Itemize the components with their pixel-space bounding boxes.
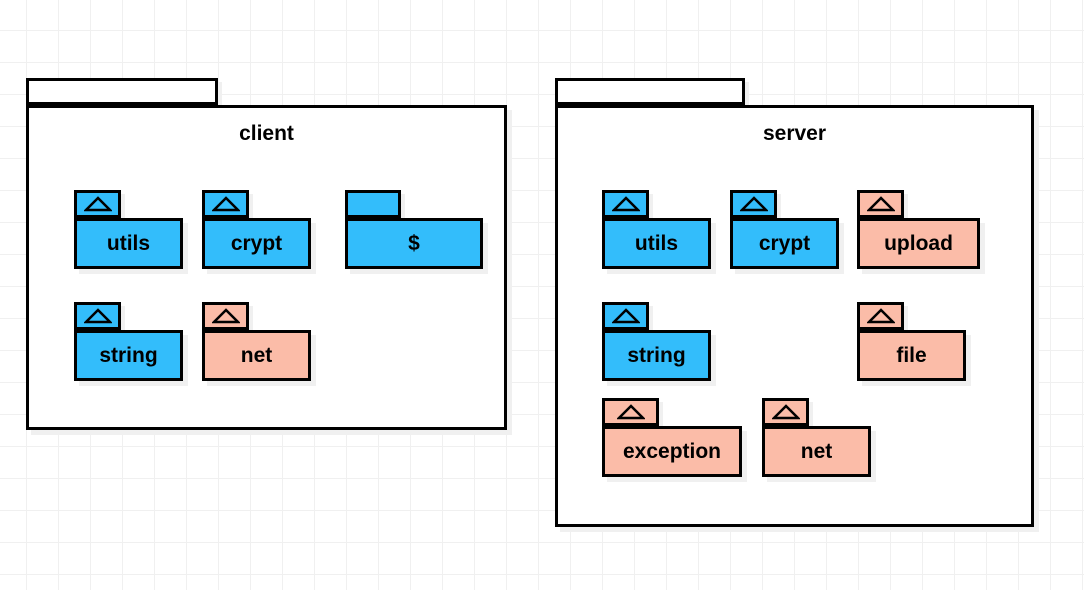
package-node-server-net[interactable]: net xyxy=(762,398,871,477)
package-node-server-utils[interactable]: utils xyxy=(602,190,711,269)
package-node-client-crypt[interactable]: crypt xyxy=(202,190,311,269)
node-tab-client-string xyxy=(74,302,121,330)
package-node-client-dollar[interactable]: $ xyxy=(345,190,483,269)
node-body-server-string: string xyxy=(602,330,711,381)
node-label-server-string: string xyxy=(627,344,686,367)
node-body-server-utils: utils xyxy=(602,218,711,269)
node-label-server-utils: utils xyxy=(634,232,679,255)
node-label-client-crypt: crypt xyxy=(230,232,283,255)
node-tab-server-net xyxy=(762,398,809,426)
node-label-server-net: net xyxy=(800,440,833,463)
package-title-server: server xyxy=(762,122,827,145)
node-label-client-string: string xyxy=(99,344,158,367)
node-tab-client-crypt xyxy=(202,190,249,218)
node-body-server-upload: upload xyxy=(857,218,980,269)
node-tab-server-utils xyxy=(602,190,649,218)
package-node-client-string[interactable]: string xyxy=(74,302,183,381)
node-tab-client-net xyxy=(202,302,249,330)
package-node-server-file[interactable]: file xyxy=(857,302,966,381)
package-tab-server xyxy=(555,78,745,105)
node-tab-server-string xyxy=(602,302,649,330)
package-triangle-icon xyxy=(739,196,768,212)
node-tab-server-file xyxy=(857,302,904,330)
node-body-server-net: net xyxy=(762,426,871,477)
package-node-server-string[interactable]: string xyxy=(602,302,711,381)
package-triangle-icon xyxy=(866,308,895,324)
package-node-server-upload[interactable]: upload xyxy=(857,190,980,269)
node-body-client-utils: utils xyxy=(74,218,183,269)
package-triangle-icon xyxy=(611,196,640,212)
node-tab-client-utils xyxy=(74,190,121,218)
package-title-client: client xyxy=(239,122,294,145)
package-node-client-net[interactable]: net xyxy=(202,302,311,381)
package-triangle-icon xyxy=(211,196,240,212)
node-label-client-utils: utils xyxy=(106,232,151,255)
package-node-server-crypt[interactable]: crypt xyxy=(730,190,839,269)
node-tab-server-upload xyxy=(857,190,904,218)
node-body-client-dollar: $ xyxy=(345,218,483,269)
node-label-server-crypt: crypt xyxy=(758,232,811,255)
node-body-server-file: file xyxy=(857,330,966,381)
node-label-server-exception: exception xyxy=(622,440,722,463)
package-triangle-icon xyxy=(211,308,240,324)
node-body-client-string: string xyxy=(74,330,183,381)
node-body-server-crypt: crypt xyxy=(730,218,839,269)
package-node-client-utils[interactable]: utils xyxy=(74,190,183,269)
package-triangle-icon xyxy=(771,404,800,420)
package-triangle-icon xyxy=(616,404,645,420)
node-tab-server-crypt xyxy=(730,190,777,218)
node-body-client-net: net xyxy=(202,330,311,381)
package-node-server-exception[interactable]: exception xyxy=(602,398,742,477)
package-triangle-icon xyxy=(83,196,112,212)
node-body-server-exception: exception xyxy=(602,426,742,477)
node-label-client-dollar: $ xyxy=(408,232,420,255)
package-tab-client xyxy=(26,78,218,105)
package-triangle-icon xyxy=(611,308,640,324)
node-tab-client-dollar xyxy=(345,190,401,218)
node-tab-server-exception xyxy=(602,398,659,426)
package-triangle-icon xyxy=(83,308,112,324)
package-triangle-icon xyxy=(866,196,895,212)
node-body-client-crypt: crypt xyxy=(202,218,311,269)
node-label-server-upload: upload xyxy=(884,232,953,255)
node-label-server-file: file xyxy=(896,344,927,367)
node-label-client-net: net xyxy=(240,344,273,367)
